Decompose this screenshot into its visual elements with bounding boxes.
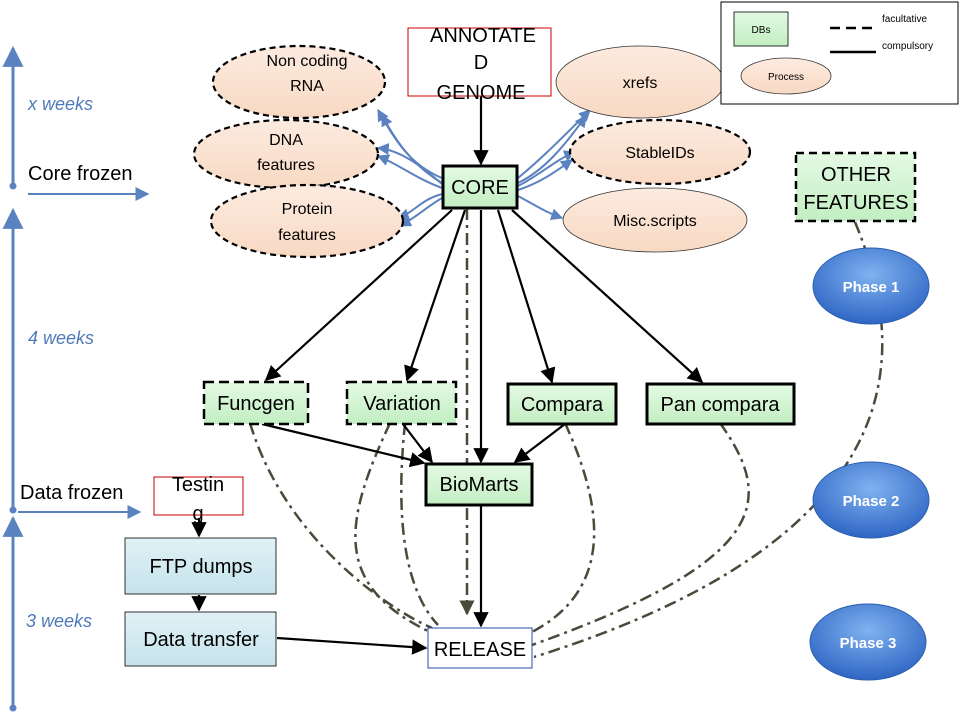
phase-3: Phase 3 bbox=[809, 603, 927, 681]
protein-features-label-2: features bbox=[278, 227, 336, 244]
link-variation-release-2 bbox=[400, 422, 439, 626]
stableids-label: StableIDs bbox=[625, 145, 694, 162]
pan-compara-node: Pan compara bbox=[645, 382, 796, 426]
link-core-dna-2 bbox=[376, 154, 443, 189]
phase-2: Phase 2 bbox=[812, 461, 930, 539]
pan-compara-label: Pan compara bbox=[661, 394, 781, 416]
phases: Phase 1 Phase 2 Phase 3 bbox=[809, 247, 930, 681]
link-core-xrefs-2 bbox=[517, 115, 587, 184]
link-core-variation bbox=[404, 209, 467, 382]
protein-features-label-1: Protein bbox=[282, 201, 333, 218]
link-core-dna bbox=[376, 143, 443, 185]
xrefs-process: xrefs bbox=[555, 45, 725, 119]
annotated-genome-label-3: GENOME bbox=[437, 82, 526, 104]
release-label: RELEASE bbox=[434, 639, 526, 661]
compara-label: Compara bbox=[521, 394, 604, 416]
link-compara-biomarts bbox=[513, 423, 566, 463]
phase-2-label: Phase 2 bbox=[843, 493, 900, 510]
timeline-dot-3 bbox=[9, 704, 17, 712]
link-funcgen-release bbox=[248, 422, 433, 630]
ftp-dumps-label: FTP dumps bbox=[150, 556, 253, 578]
annotated-genome-node: ANNOTATE D GENOME bbox=[407, 25, 552, 104]
legend-process-label: Process bbox=[768, 72, 804, 83]
testing-label-2: g bbox=[192, 503, 203, 525]
link-core-stableids-2 bbox=[517, 159, 573, 191]
compara-node: Compara bbox=[506, 382, 618, 426]
legend-compulsory-label: compulsory bbox=[882, 41, 933, 52]
three-weeks-label: 3 weeks bbox=[26, 611, 92, 631]
funcgen-label: Funcgen bbox=[217, 393, 295, 415]
link-core-misc bbox=[517, 195, 564, 221]
compulsory-links bbox=[191, 96, 704, 655]
legend-dbs-label: DBs bbox=[752, 25, 771, 36]
core-label: CORE bbox=[451, 177, 509, 199]
facultative-links bbox=[248, 208, 884, 659]
biomarts-label: BioMarts bbox=[440, 474, 519, 496]
link-core-protein bbox=[396, 193, 443, 221]
link-variation-biomarts bbox=[402, 423, 433, 464]
other-features-label-1: OTHER bbox=[821, 164, 891, 186]
xrefs-label: xrefs bbox=[623, 75, 658, 92]
link-funcgen-biomarts bbox=[261, 422, 426, 468]
link-compara-release bbox=[525, 422, 596, 637]
biomarts-node: BioMarts bbox=[424, 462, 534, 507]
annotated-genome-label-1: ANNOTATE bbox=[430, 25, 536, 47]
timeline: x weeks 4 weeks 3 weeks Core frozen Data… bbox=[2, 45, 150, 712]
timeline-dot-2 bbox=[9, 506, 17, 514]
ftp-dumps-node: FTP dumps bbox=[124, 537, 277, 595]
data-frozen-label: Data frozen bbox=[20, 482, 123, 504]
misc-scripts-label: Misc.scripts bbox=[613, 213, 697, 230]
four-weeks-label: 4 weeks bbox=[28, 328, 94, 348]
other-features-node: OTHER FEATURES bbox=[794, 151, 917, 223]
dna-features-label-2: features bbox=[257, 157, 315, 174]
link-pancompara-release bbox=[531, 422, 750, 647]
process-nodes: Non coding RNA DNA features Protein feat… bbox=[192, 44, 752, 259]
timeline-dot-1 bbox=[9, 182, 17, 190]
misc-scripts-process: Misc.scripts bbox=[562, 187, 748, 253]
link-core-funcgen bbox=[264, 209, 453, 382]
protein-features-process: Protein features bbox=[209, 183, 405, 259]
testing-node: Testin g bbox=[153, 474, 244, 525]
data-transfer-node: Data transfer bbox=[124, 611, 277, 667]
link-core-compara bbox=[496, 209, 556, 384]
funcgen-node: Funcgen bbox=[202, 380, 310, 426]
link-transfer-release bbox=[276, 636, 428, 655]
stableids-process: StableIDs bbox=[568, 118, 752, 186]
link-core-pancompara bbox=[511, 209, 704, 384]
core-process-links bbox=[376, 108, 591, 227]
link-core-protein-2 bbox=[398, 197, 443, 227]
release-node: RELEASE bbox=[427, 627, 533, 669]
core-node: CORE bbox=[441, 164, 519, 210]
x-weeks-label: x weeks bbox=[27, 94, 93, 114]
variation-node: Variation bbox=[345, 380, 458, 426]
core-frozen-label: Core frozen bbox=[28, 163, 133, 185]
legend-db-swatch bbox=[733, 11, 789, 47]
data-transfer-label: Data transfer bbox=[143, 629, 259, 651]
phase-1: Phase 1 bbox=[812, 247, 930, 325]
dna-features-process: DNA features bbox=[192, 118, 380, 190]
other-features-label-2: FEATURES bbox=[803, 192, 908, 214]
phase-1-label: Phase 1 bbox=[843, 279, 900, 296]
legend: DBs Process facultative compulsory bbox=[720, 1, 959, 105]
non-coding-rna-process: Non coding RNA bbox=[211, 44, 387, 120]
dna-features-label-1: DNA bbox=[269, 132, 303, 149]
legend-facultative-label: facultative bbox=[882, 14, 927, 25]
non-coding-rna-label-1: Non coding bbox=[267, 53, 348, 70]
non-coding-rna-label-2: RNA bbox=[290, 78, 324, 95]
legend-process-swatch bbox=[740, 57, 832, 95]
link-variation-release-1 bbox=[354, 422, 433, 635]
phase-3-label: Phase 3 bbox=[840, 635, 897, 652]
link-core-noncoding bbox=[377, 108, 443, 179]
annotated-genome-label-2: D bbox=[474, 52, 488, 74]
variation-label: Variation bbox=[363, 393, 440, 415]
testing-label-1: Testin bbox=[172, 474, 224, 496]
link-core-stableids bbox=[517, 150, 577, 187]
